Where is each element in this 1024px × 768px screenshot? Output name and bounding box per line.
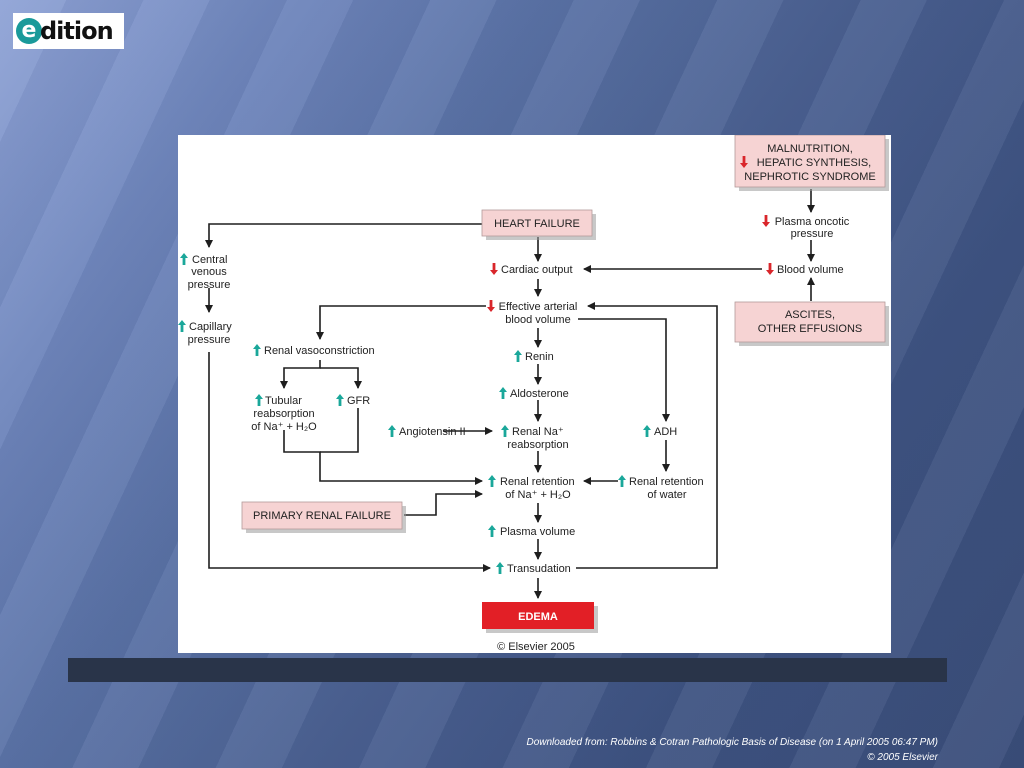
heart-failure-box: HEART FAILURE: [481, 209, 596, 240]
central-venous-label-1: Central: [192, 254, 227, 266]
renal-vaso-label: Renal vasoconstriction: [264, 345, 375, 357]
edema-box: EDEMA: [482, 602, 598, 633]
plasma-volume-node: Plasma volume: [488, 525, 575, 538]
tubular-label-3: of Na⁺ + H₂O: [251, 421, 317, 433]
cardiac-output-node: Cardiac output: [490, 263, 573, 276]
malnutrition-label-3: NEPHROTIC SYNDROME: [744, 171, 875, 183]
source-credit-line-2: © 2005 Elsevier: [867, 752, 938, 763]
malnutrition-label-2: HEPATIC SYNTHESIS,: [757, 157, 872, 169]
tubular-label-2: reabsorption: [253, 408, 314, 420]
ascites-box: ASCITES, OTHER EFFUSIONS: [734, 301, 889, 346]
renin-node: Renin: [514, 350, 554, 363]
aldosterone-label: Aldosterone: [510, 388, 569, 400]
plasma-oncotic-label-2: pressure: [791, 228, 834, 240]
up-arrow-icon: [514, 350, 522, 362]
up-arrow-icon: [501, 425, 509, 437]
renal-retention-na-label-1: Renal retention: [500, 476, 575, 488]
renal-na-label-2: reabsorption: [507, 439, 568, 451]
renal-retention-na-node: Renal retention of Na⁺ + H₂O: [488, 475, 575, 501]
primary-renal-failure-box: PRIMARY RENAL FAILURE: [241, 501, 406, 533]
plasma-oncotic-node: Plasma oncotic pressure: [762, 215, 850, 240]
bottom-bar: [68, 658, 947, 682]
renal-vasoconstriction-node: Renal vasoconstriction: [253, 344, 375, 357]
renal-retention-water-node: Renal retention of water: [618, 475, 704, 501]
renal-retention-water-label-2: of water: [647, 489, 686, 501]
tubular-label-1: Tubular: [265, 395, 302, 407]
cardiac-output-label: Cardiac output: [501, 264, 573, 276]
transudation-label: Transudation: [507, 563, 571, 575]
renal-retention-water-label-1: Renal retention: [629, 476, 704, 488]
central-venous-label-2: venous: [191, 266, 227, 278]
gfr-label: GFR: [347, 395, 370, 407]
aldosterone-node: Aldosterone: [499, 387, 569, 400]
effective-arterial-label-1: Effective arterial: [499, 301, 578, 313]
source-credit-line-1: Downloaded from: Robbins & Cotran Pathol…: [526, 737, 938, 748]
connector-lines: [205, 189, 815, 599]
down-arrow-icon: [490, 263, 498, 275]
blood-volume-label: Blood volume: [777, 264, 844, 276]
ascites-label-2: OTHER EFFUSIONS: [758, 323, 863, 335]
tubular-reabsorption-node: Tubular reabsorption of Na⁺ + H₂O: [251, 394, 317, 433]
central-venous-node: Central venous pressure: [180, 253, 230, 291]
renal-retention-na-label-2: of Na⁺ + H₂O: [505, 489, 571, 501]
up-arrow-icon: [253, 344, 261, 356]
logo-wordmark: dition: [40, 17, 114, 45]
capillary-pressure-node: Capillary pressure: [178, 320, 232, 346]
up-arrow-icon: [499, 387, 507, 399]
up-arrow-icon: [255, 394, 263, 406]
edema-flowchart: MALNUTRITION, HEPATIC SYNTHESIS, NEPHROT…: [178, 134, 889, 653]
plasma-volume-label: Plasma volume: [500, 526, 575, 538]
up-arrow-icon: [643, 425, 651, 437]
up-arrow-icon: [496, 562, 504, 574]
effective-arterial-label-2: blood volume: [505, 314, 570, 326]
gfr-node: GFR: [336, 394, 370, 407]
malnutrition-box: MALNUTRITION, HEPATIC SYNTHESIS, NEPHROT…: [734, 134, 889, 191]
capillary-label-1: Capillary: [189, 321, 232, 333]
transudation-node: Transudation: [496, 562, 571, 575]
capillary-label-2: pressure: [188, 334, 231, 346]
blood-volume-node: Blood volume: [766, 263, 844, 276]
up-arrow-icon: [618, 475, 626, 487]
renin-label: Renin: [525, 351, 554, 363]
primary-renal-failure-label: PRIMARY RENAL FAILURE: [253, 510, 391, 522]
down-arrow-icon: [762, 215, 770, 227]
up-arrow-icon: [388, 425, 396, 437]
down-arrow-icon: [766, 263, 774, 275]
copyright-text: © Elsevier 2005: [497, 641, 575, 653]
edition-logo: e dition: [13, 13, 124, 49]
effective-arterial-node: Effective arterial blood volume: [487, 300, 577, 326]
central-venous-label-3: pressure: [188, 279, 231, 291]
up-arrow-icon: [178, 320, 186, 332]
up-arrow-icon: [180, 253, 188, 265]
up-arrow-icon: [336, 394, 344, 406]
up-arrow-icon: [488, 475, 496, 487]
down-arrow-icon: [487, 300, 495, 312]
ascites-label-1: ASCITES,: [785, 309, 835, 321]
renal-na-node: Renal Na⁺ reabsorption: [501, 425, 569, 451]
logo-e-mark: e: [16, 18, 42, 44]
diagram-panel: MALNUTRITION, HEPATIC SYNTHESIS, NEPHROT…: [178, 134, 891, 653]
plasma-oncotic-label-1: Plasma oncotic: [775, 216, 850, 228]
angiotensin-node: Angiotensin II: [388, 425, 466, 438]
malnutrition-label-1: MALNUTRITION,: [767, 143, 853, 155]
renal-na-label-1: Renal Na⁺: [512, 426, 564, 438]
angiotensin-label: Angiotensin II: [399, 426, 466, 438]
heart-failure-label: HEART FAILURE: [494, 218, 580, 230]
edema-label: EDEMA: [518, 611, 558, 623]
adh-label: ADH: [654, 426, 677, 438]
source-credit: Downloaded from: Robbins & Cotran Pathol…: [526, 735, 938, 765]
up-arrow-icon: [488, 525, 496, 537]
adh-node: ADH: [643, 425, 677, 438]
